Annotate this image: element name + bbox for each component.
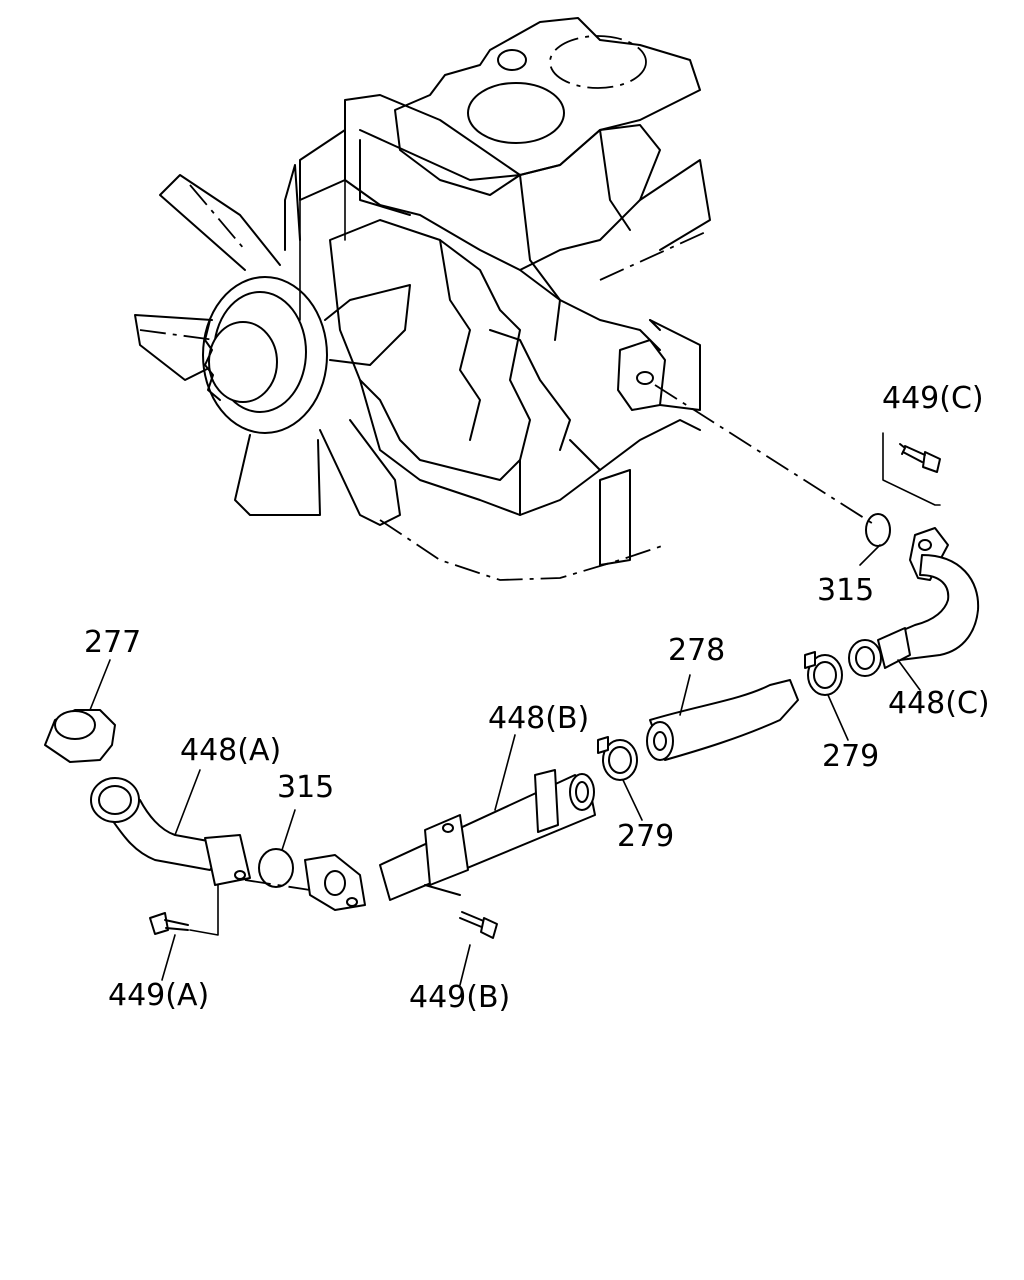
label-448b: 448(B) xyxy=(488,701,589,736)
engine-block xyxy=(299,17,711,581)
leader-lines xyxy=(89,544,921,986)
connection-line-lower xyxy=(244,879,311,891)
label-315-upper: 315 xyxy=(817,573,874,608)
pipe-448a xyxy=(90,777,251,936)
connection-line-upper xyxy=(654,384,876,526)
label-279-lower: 279 xyxy=(617,819,674,854)
label-277: 277 xyxy=(84,625,141,660)
label-449a: 449(A) xyxy=(108,978,209,1013)
pipe-448c xyxy=(848,527,980,677)
label-448a: 448(A) xyxy=(180,733,281,768)
label-449c: 449(C) xyxy=(882,381,984,416)
label-448c: 448(C) xyxy=(888,686,990,721)
clamp-279-upper xyxy=(804,651,843,696)
bolt-449a xyxy=(149,912,189,935)
label-278: 278 xyxy=(668,633,725,668)
gasket-315-lower xyxy=(258,848,294,888)
bolt-449c xyxy=(882,432,941,506)
part-labels: 449(C) 315 448(C) 278 279 448(B) 279 277… xyxy=(84,381,990,1015)
label-279-upper: 279 xyxy=(822,739,879,774)
bolt-449b xyxy=(459,911,498,939)
cooling-fan xyxy=(134,164,411,526)
hose-278 xyxy=(646,679,799,761)
pipe-448b xyxy=(304,769,596,911)
label-449b: 449(B) xyxy=(409,980,510,1015)
label-315-lower: 315 xyxy=(277,770,334,805)
gasket-315-upper xyxy=(865,513,891,547)
clamp-279-lower xyxy=(597,736,638,781)
cap-277 xyxy=(44,709,116,763)
